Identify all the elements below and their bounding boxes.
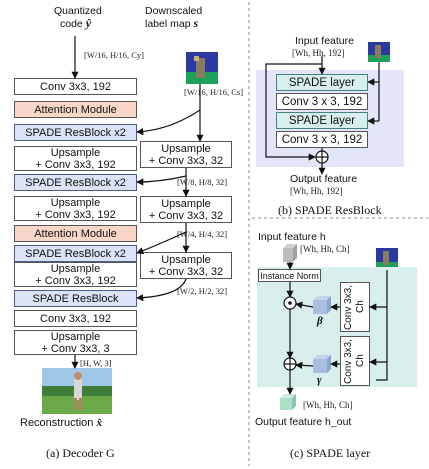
decoder-block-10: SPADE ResBlock xyxy=(14,290,137,307)
decoder-block-9: Upsample + Conv 3x3, 192 xyxy=(14,262,137,287)
side-dim-1: [W/8, H/8, 32] xyxy=(177,177,228,187)
input-dim: [W/16, H/16, Cy] xyxy=(84,50,144,60)
decoder-block-7: Attention Module xyxy=(14,225,137,242)
downscaled-label: Downscaled xyxy=(145,5,203,17)
side-block-3: Upsample + Conv 3x3, 32 xyxy=(140,252,232,279)
resblock-caption: (b) SPADE ResBlock xyxy=(278,203,382,217)
side-to-spade-3 xyxy=(136,231,187,255)
label-dim: [W/16, H/16, Cs] xyxy=(184,87,244,97)
quantized-label: Quantized xyxy=(54,5,102,17)
spade-mult-dot xyxy=(288,301,292,305)
side-to-spade-2 xyxy=(136,175,187,186)
side-dim-2: [W/4, H/4, 32] xyxy=(177,229,228,239)
spade-map-line xyxy=(376,270,388,381)
resblock-input-label: Input feature xyxy=(295,35,354,47)
beta-arrow xyxy=(295,301,314,309)
label-map-image xyxy=(186,52,218,84)
code-word: code xyxy=(60,18,83,30)
resblock-conv-1: Conv 3 x 3, 192 xyxy=(276,93,368,110)
spade-label-map xyxy=(376,248,398,270)
gamma-cube xyxy=(313,355,331,373)
decoder-block-2: Attention Module xyxy=(14,101,137,118)
reconstruction-word: Reconstruction xyxy=(20,417,94,429)
spade-output-label: Output feature h_out xyxy=(255,416,352,428)
side-dim-3: [W/2, H/2, 32] xyxy=(177,286,228,296)
beta-label: β xyxy=(317,315,323,327)
reconstruction-label: Reconstruction x̂ xyxy=(20,418,102,429)
side-block-1: Upsample + Conv 3x3, 32 xyxy=(140,141,232,168)
spade-output-cube xyxy=(280,394,296,410)
resblock-spade-layer-1: SPADE layer xyxy=(276,74,368,91)
code-symbol: ŷ xyxy=(85,16,92,30)
gamma-arrow xyxy=(295,361,314,369)
label-map-symbol: s xyxy=(193,16,199,30)
resblock-spade-layer-2: SPADE layer xyxy=(276,112,368,129)
beta-cube xyxy=(313,296,331,314)
decoder-block-4: Upsample + Conv 3x3, 192 xyxy=(14,146,137,171)
label-map-word: label map xyxy=(145,18,191,30)
decoder-block-6: Upsample + Conv 3x3, 192 xyxy=(14,196,137,221)
resblock-label-map xyxy=(368,42,390,62)
output-dim: [H, W, 3] xyxy=(80,358,112,368)
side-to-spade-4 xyxy=(136,278,187,302)
resblock-conv-2: Conv 3 x 3, 192 xyxy=(276,131,368,148)
decoder-block-11: Conv 3x3, 192 xyxy=(14,310,137,327)
spade-input-dim: [Wh, Hh, Ch] xyxy=(300,244,350,254)
label-to-spade-1 xyxy=(136,109,201,136)
spade-input-label: Input feature h xyxy=(258,231,326,243)
spade-caption: (c) SPADE layer xyxy=(290,446,371,460)
reconstruction-symbol: x̂ xyxy=(96,417,102,429)
resblock-output-dim: [Wh, Hh, 192] xyxy=(290,186,343,196)
decoder-block-8: SPADE ResBlock x2 xyxy=(14,245,137,262)
resblock-output-label: Output feature xyxy=(290,173,358,185)
reconstruction-image xyxy=(42,368,112,414)
resblock-input-dim: [Wh, Hh, 192] xyxy=(292,48,345,58)
decoder-block-12: Upsample + Conv 3x3, 3 xyxy=(14,330,137,355)
decoder-caption: (a) Decoder G xyxy=(46,446,115,460)
decoder-block-5: SPADE ResBlock x2 xyxy=(14,174,137,191)
label-map-label: label map s xyxy=(145,16,199,30)
spade-output-dim: [Wh, Hh, Ch] xyxy=(303,400,353,410)
resblock-skip xyxy=(265,63,322,161)
spade-input-cube xyxy=(283,244,297,262)
gamma-label: γ xyxy=(317,374,322,386)
code-label: code ŷ xyxy=(60,16,92,30)
side-block-2: Upsample + Conv 3x3, 32 xyxy=(140,196,232,223)
